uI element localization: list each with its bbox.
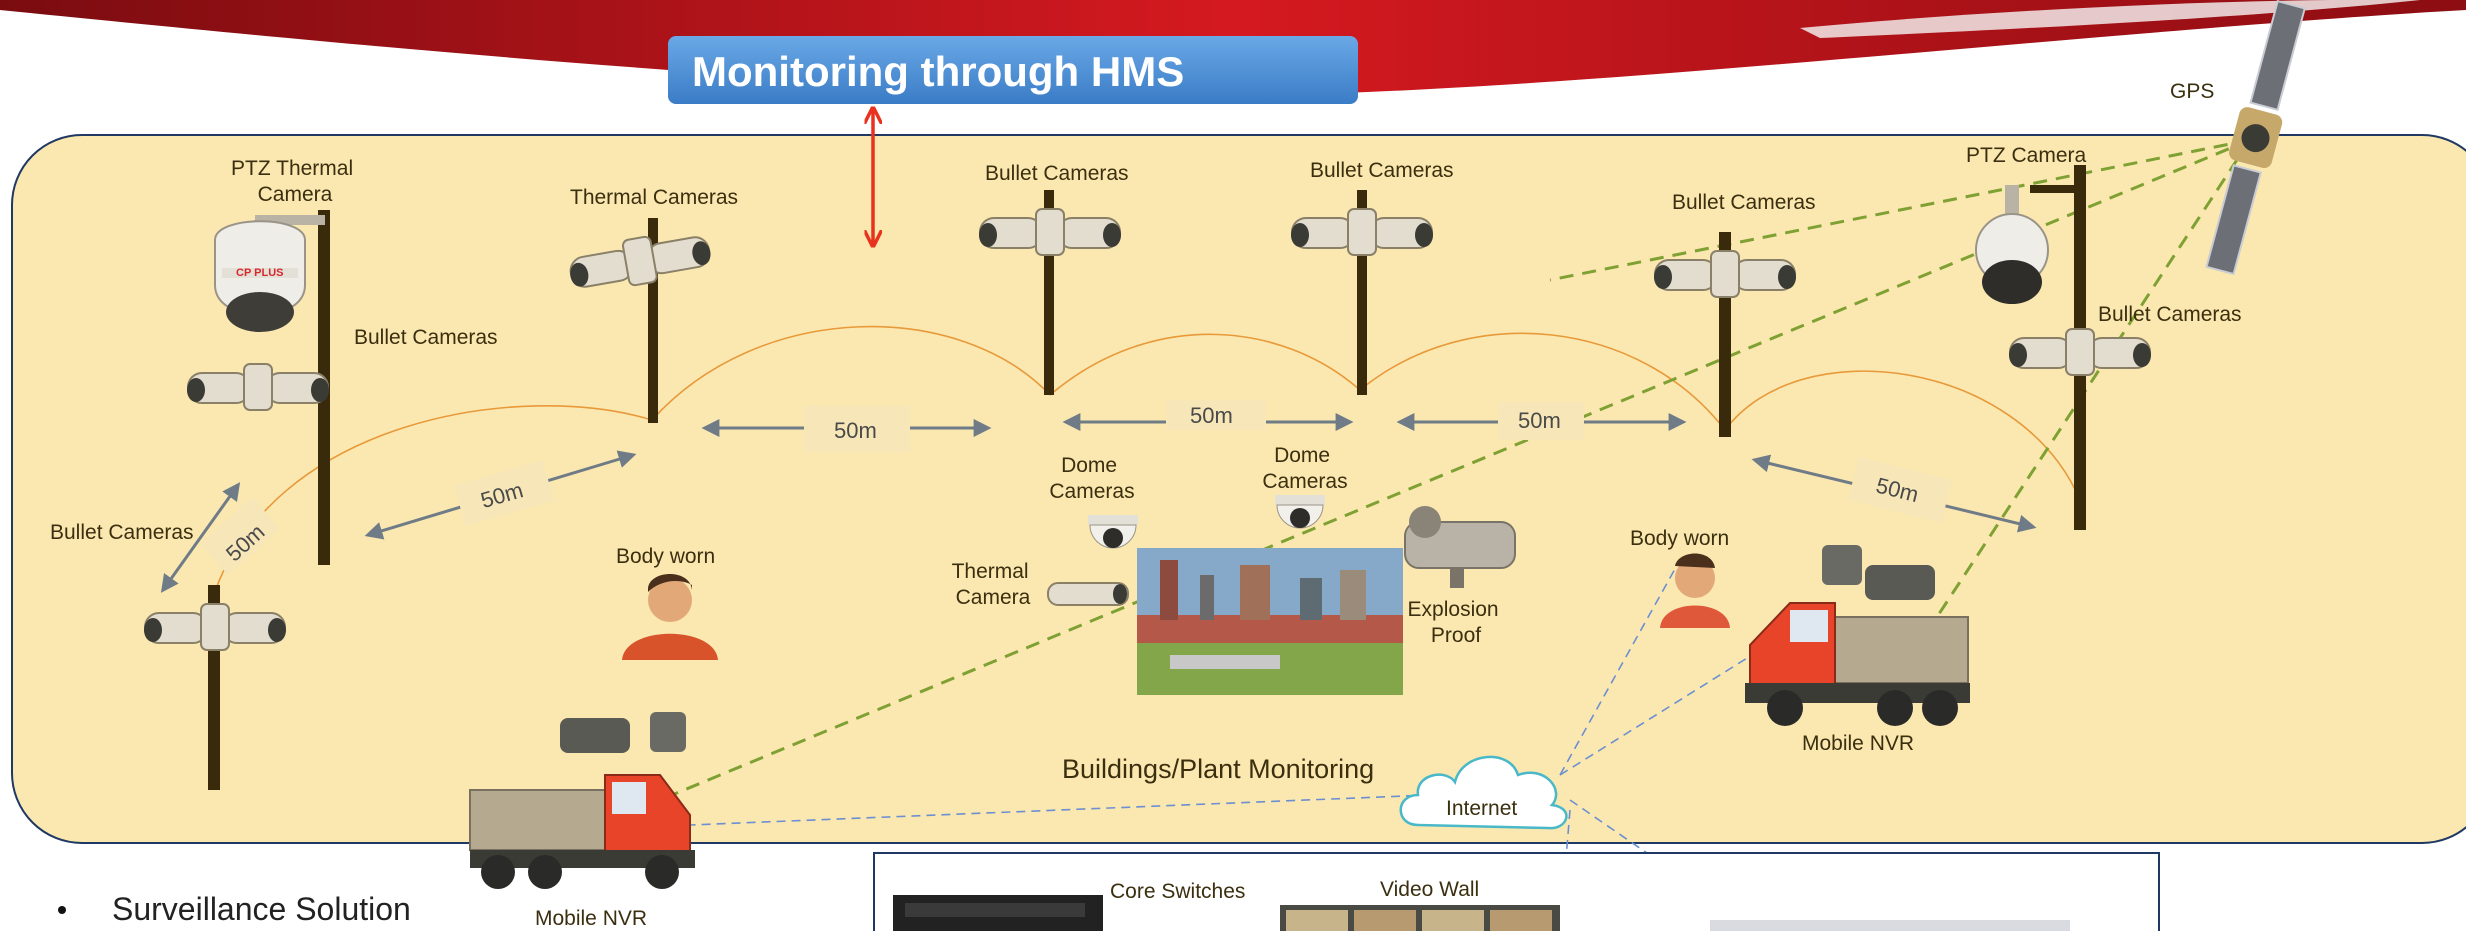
ptz-thermal-label: PTZ Thermal Camera (231, 157, 359, 206)
pole-arm (255, 215, 325, 225)
core-switch-icon (893, 895, 1103, 931)
body-worn-label: Body worn (616, 545, 715, 568)
video-wall-label: Video Wall (1380, 878, 1479, 901)
internet-label: Internet (1446, 797, 1517, 820)
plant-image (1137, 548, 1403, 695)
server-rack-icon (1710, 920, 2070, 931)
distance-markers (160, 400, 2037, 593)
pole (1044, 190, 1054, 395)
bullet-point (58, 906, 66, 914)
brand-logo: CP PLUS (236, 267, 283, 279)
explosion-proof-camera-icon (1404, 506, 1516, 588)
plant-monitoring-label: Buildings/Plant Monitoring (1062, 754, 1374, 784)
pole (648, 218, 658, 423)
mobile-nvr-truck-icon (469, 712, 695, 889)
dome-camera-icon (1275, 495, 1325, 529)
hms-title-box (668, 36, 1358, 104)
dome-camera-icon (1088, 515, 1138, 549)
body-worn-label: Body worn (1630, 527, 1729, 550)
hms-title: Monitoring through HMS (692, 48, 1184, 95)
body-worn-person-icon (622, 574, 718, 660)
mobile-nvr-truck-icon (1745, 545, 1970, 726)
body-worn-person-icon (1660, 553, 1730, 628)
pole-arm (2030, 185, 2085, 193)
dome-cameras-label: Dome Cameras (1049, 454, 1134, 503)
dome-cameras-label: Dome Cameras (1262, 444, 1347, 493)
ptz-camera-icon (1975, 185, 2049, 304)
ptz-thermal-camera-icon: CP PLUS (214, 220, 306, 332)
explosion-proof-label: Explosion Proof (1408, 598, 1505, 647)
thermal-camera-label: Thermal Camera (952, 560, 1035, 609)
bullet-cameras-label: Bullet Cameras (985, 162, 1129, 185)
bullet-cameras-label: Bullet Cameras (354, 326, 498, 349)
mobile-nvr-label: Mobile NVR (1802, 732, 1914, 755)
distance-label: 50m (1190, 403, 1233, 428)
bullet-cameras-label: Bullet Cameras (1672, 191, 1816, 214)
ptz-camera-label: PTZ Camera (1966, 144, 2087, 167)
banner-highlight (1800, 0, 2420, 38)
internet-cloud-icon (1399, 755, 1568, 830)
thermal-camera-icon (1047, 582, 1129, 606)
monitored-area (11, 134, 2466, 844)
bullet-cameras-label: Bullet Cameras (2098, 303, 2242, 326)
mobile-nvr-label: Mobile NVR (535, 907, 647, 930)
gps-label: GPS (2170, 80, 2214, 103)
satellite-icon (2205, 0, 2306, 276)
core-switches-label: Core Switches (1110, 880, 1245, 903)
bullet-text: Surveillance Solution (112, 891, 411, 927)
pole (1357, 190, 1367, 395)
video-wall-icon (1280, 905, 1560, 931)
bullet-cameras-label: Bullet Cameras (50, 521, 194, 544)
bullet-cameras-label: Bullet Cameras (1310, 159, 1454, 182)
distance-label: 50m (834, 418, 877, 443)
distance-label: 50m (1518, 408, 1561, 433)
thermal-cameras-label: Thermal Cameras (570, 186, 738, 209)
